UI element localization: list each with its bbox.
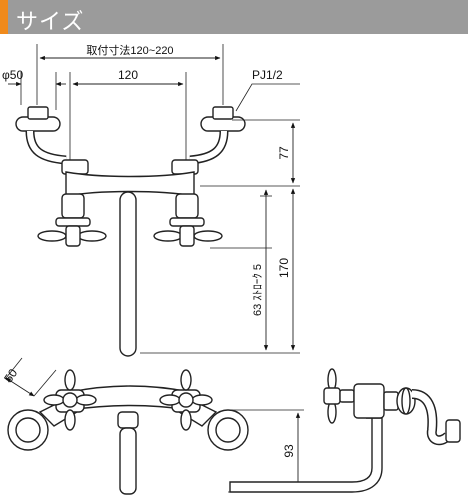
pipe-thread-label: PJ1/2 (252, 68, 283, 82)
section-title: サイズ (16, 10, 85, 35)
header-accent-bar (0, 0, 8, 34)
side-view (226, 368, 461, 493)
side-93-label: 93 (282, 444, 296, 458)
height-77-label: 77 (277, 146, 291, 160)
section-header: サイズ (0, 0, 468, 35)
thread-leader-line (235, 83, 300, 112)
diameter-label: φ50 (2, 68, 23, 82)
top-view (5, 357, 249, 495)
front-view (8, 44, 300, 357)
mount-range-label: 取付寸法120~220 (86, 43, 173, 57)
top-view-50-dim-line (5, 377, 35, 397)
stroke-label: 63 ｽﾄﾛｰｸ 5 (251, 264, 264, 316)
top-view-50-label: 50 (1, 366, 20, 385)
height-170-label: 170 (277, 258, 291, 278)
center-distance-label: 120 (118, 68, 138, 82)
